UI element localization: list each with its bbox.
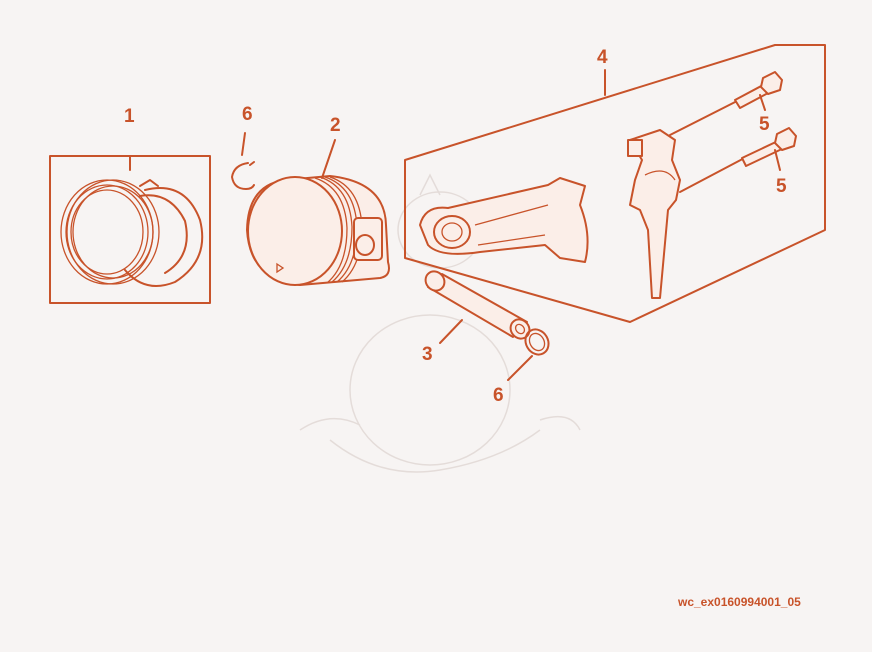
piston-ring-set <box>49 155 211 304</box>
piston <box>246 139 390 286</box>
callout-piston-ring-set: 1 <box>124 106 135 127</box>
circlip-lower <box>507 328 550 381</box>
callout-bolt-lower: 5 <box>776 176 787 197</box>
drawing-id-label: wc_ex0160994001_05 <box>678 595 801 609</box>
callout-circlip-upper: 6 <box>242 104 253 125</box>
callout-piston-pin: 3 <box>422 344 433 365</box>
callout-bolt-upper: 5 <box>759 114 770 135</box>
bolt-lower <box>741 127 797 171</box>
bolt-upper <box>734 71 783 111</box>
connecting-rod-assembly <box>404 44 826 323</box>
piston-pin <box>424 270 531 344</box>
callout-piston: 2 <box>330 115 341 136</box>
callout-circlip-lower: 6 <box>493 385 504 406</box>
circlip-upper <box>231 132 255 190</box>
callout-connecting-rod-assembly: 4 <box>597 47 608 68</box>
